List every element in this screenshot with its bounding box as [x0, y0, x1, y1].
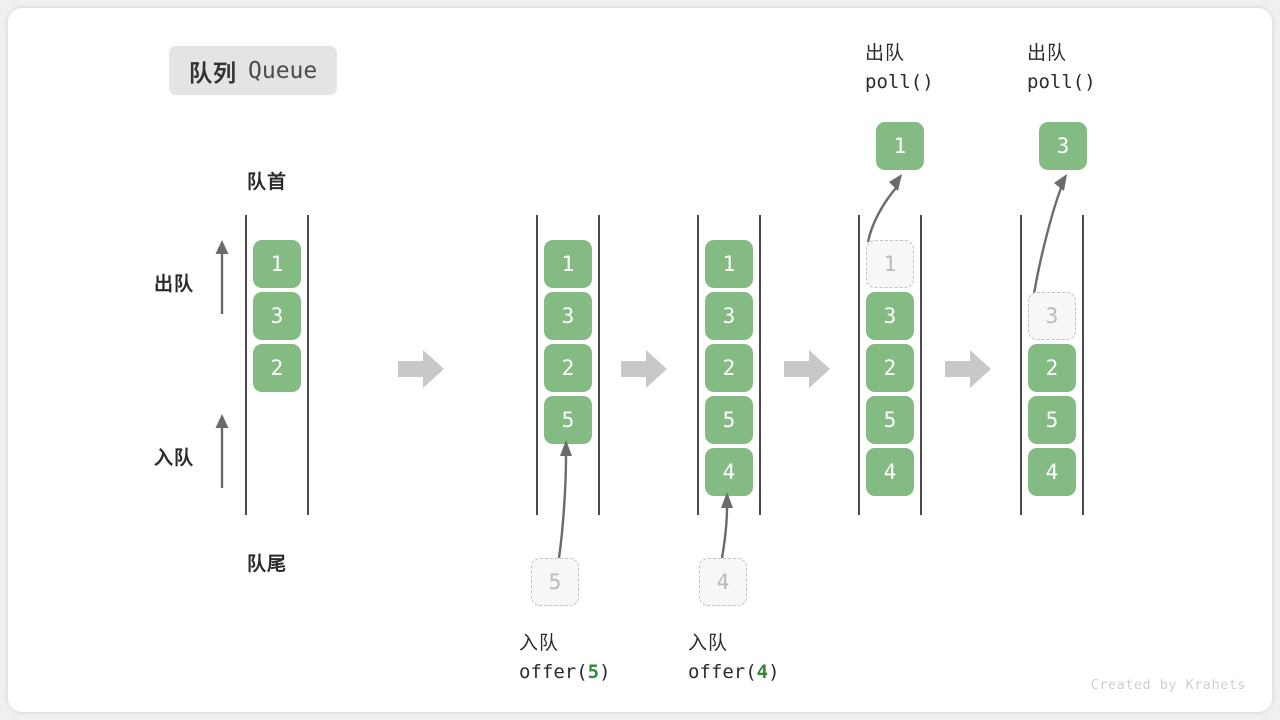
header-line2: poll() — [865, 71, 934, 93]
dequeue-up-arrow-icon — [215, 240, 229, 314]
incoming-ghost-cell: 5 — [531, 558, 579, 606]
title-badge: 队列 Queue — [169, 46, 338, 95]
queue-cell: 5 — [544, 396, 592, 444]
rail-left — [536, 215, 538, 515]
queue-column-after-poll-1: 1 3 2 5 4 — [858, 215, 922, 515]
header-line1: 出队 — [1027, 43, 1068, 64]
queue-cell: 3 — [253, 292, 301, 340]
queue-cell: 3 — [544, 292, 592, 340]
queue-column-initial: 1 3 2 — [245, 215, 309, 515]
dequeue-action-arrow-icon — [1032, 174, 1067, 295]
caption-line1: 入队 — [688, 633, 729, 654]
diagram-card: 队列 Queue 队首 队尾 出队 入队 1 3 2 1 3 2 5 5 — [8, 8, 1272, 712]
queue-cell-ghost: 1 — [866, 240, 914, 288]
title-en: Queue — [248, 57, 318, 84]
queue-cell: 3 — [705, 292, 753, 340]
queue-cell: 5 — [866, 396, 914, 444]
caption-line2: offer(4) — [688, 661, 780, 683]
caption-num: 4 — [756, 661, 769, 683]
header-line2: poll() — [1027, 71, 1096, 93]
incoming-ghost-cell: 4 — [699, 558, 747, 606]
outgoing-cell: 3 — [1039, 122, 1087, 170]
queue-cell: 1 — [544, 240, 592, 288]
caption-close: ) — [768, 661, 780, 683]
dequeue-action-arrow-icon — [866, 174, 902, 243]
enqueue-action-arrow-icon — [720, 492, 733, 559]
credit-text: Created by Krahets — [1090, 677, 1246, 693]
queue-cell: 4 — [705, 448, 753, 496]
queue-column-after-poll-3: 3 2 5 4 — [1020, 215, 1084, 515]
rail-left — [858, 215, 860, 515]
queue-cell: 2 — [544, 344, 592, 392]
header-line1: 出队 — [865, 43, 906, 64]
queue-cell: 4 — [1028, 448, 1076, 496]
enqueue-indicator-label: 入队 — [154, 448, 195, 469]
rail-left — [697, 215, 699, 515]
rail-right — [1082, 215, 1084, 515]
title-cn: 队列 — [189, 59, 237, 86]
head-label: 队首 — [247, 172, 288, 193]
caption-op: offer( — [519, 661, 588, 683]
tail-label: 队尾 — [247, 554, 288, 575]
queue-cell-ghost: 3 — [1028, 292, 1076, 340]
queue-column-after-offer-5: 1 3 2 5 — [536, 215, 600, 515]
rail-right — [307, 215, 309, 515]
header-poll-3: 出队 poll() — [1027, 38, 1096, 93]
queue-cell: 3 — [866, 292, 914, 340]
rail-left — [1020, 215, 1022, 515]
caption-line1: 入队 — [519, 633, 560, 654]
enqueue-action-arrow-icon — [557, 440, 572, 559]
queue-cell: 2 — [705, 344, 753, 392]
flow-arrow-icon — [784, 350, 830, 388]
flow-arrow-icon — [945, 350, 991, 388]
flow-arrow-icon — [621, 350, 667, 388]
queue-cell: 1 — [705, 240, 753, 288]
queue-cell: 2 — [253, 344, 301, 392]
rail-right — [759, 215, 761, 515]
caption-offer-5: 入队 offer(5) — [519, 628, 611, 683]
queue-cell: 2 — [866, 344, 914, 392]
dequeue-indicator-label: 出队 — [154, 274, 195, 295]
caption-offer-4: 入队 offer(4) — [688, 628, 780, 683]
queue-cell: 5 — [1028, 396, 1076, 444]
queue-cell: 1 — [253, 240, 301, 288]
queue-cell: 5 — [705, 396, 753, 444]
enqueue-up-arrow-icon — [215, 414, 229, 488]
queue-cell: 4 — [866, 448, 914, 496]
outgoing-cell: 1 — [876, 122, 924, 170]
flow-arrow-icon — [398, 350, 444, 388]
header-poll-1: 出队 poll() — [865, 38, 934, 93]
caption-num: 5 — [587, 661, 600, 683]
caption-close: ) — [599, 661, 611, 683]
queue-column-after-offer-4: 1 3 2 5 4 — [697, 215, 761, 515]
rail-left — [245, 215, 247, 515]
queue-cell: 2 — [1028, 344, 1076, 392]
rail-right — [920, 215, 922, 515]
caption-op: offer( — [688, 661, 757, 683]
caption-line2: offer(5) — [519, 661, 611, 683]
rail-right — [598, 215, 600, 515]
